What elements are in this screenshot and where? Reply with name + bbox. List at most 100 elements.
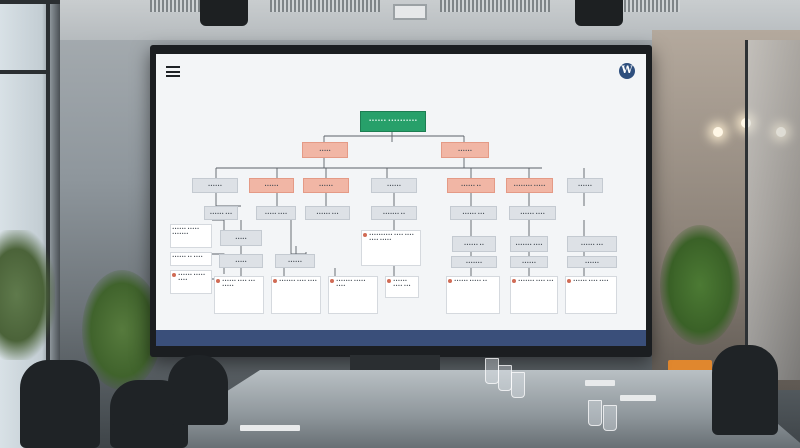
org-node-label: ••••••• •• bbox=[382, 210, 406, 216]
org-node-label: •••••• •• bbox=[463, 241, 485, 247]
window-frame bbox=[0, 70, 48, 74]
org-level5-node[interactable]: •••••• bbox=[275, 254, 315, 268]
notebook bbox=[620, 395, 656, 401]
org-node-label: •••••• bbox=[207, 183, 223, 188]
info-icon bbox=[512, 279, 516, 283]
info-icon bbox=[273, 279, 277, 283]
org-level3-node[interactable]: •••••• •••• bbox=[509, 206, 556, 220]
org-root-node[interactable]: •••••• •••••••••• bbox=[360, 111, 426, 132]
org-level5-node[interactable]: •••••• bbox=[510, 256, 548, 268]
org-level2-node[interactable]: •••••• bbox=[249, 178, 294, 193]
org-level3-node[interactable]: •••••• ••• bbox=[450, 206, 497, 220]
notebook bbox=[240, 425, 300, 431]
org-card-text: •••••• ••••• ••••••• bbox=[172, 226, 200, 236]
glass-door bbox=[745, 40, 800, 380]
monitor-screen: W •••••• •••••••••• ••••• ••• bbox=[156, 54, 646, 346]
plant-left bbox=[82, 270, 162, 390]
ceiling-vent bbox=[620, 0, 680, 12]
org-bottom-card[interactable]: ••••••• •••• ••• bbox=[510, 276, 558, 314]
window-frame bbox=[46, 0, 50, 448]
org-node-label: •••••• bbox=[386, 183, 402, 188]
org-level2-node[interactable]: •••••• bbox=[303, 178, 349, 193]
org-node-label: •••••• bbox=[577, 183, 593, 188]
screen-footer-bar bbox=[156, 330, 646, 346]
org-level4-node[interactable]: •••••• ••• bbox=[567, 236, 617, 252]
office-chair bbox=[20, 360, 100, 448]
org-node-label: •••••• bbox=[287, 258, 303, 264]
org-level2-node[interactable]: •••••• •• bbox=[447, 178, 495, 193]
org-level1-node[interactable]: •••••• bbox=[441, 142, 489, 158]
spotlight bbox=[713, 127, 723, 137]
org-level4-node[interactable]: ••••• bbox=[220, 230, 262, 246]
ceiling-projector bbox=[575, 0, 623, 26]
org-bottom-card[interactable]: •••••• ••••• •• bbox=[446, 276, 500, 314]
org-node-label: •••••• bbox=[521, 259, 537, 265]
office-chair bbox=[168, 355, 228, 425]
ceiling bbox=[0, 0, 800, 40]
org-card-text: •••••• ••••• •• bbox=[454, 278, 488, 283]
hamburger-menu-icon[interactable] bbox=[166, 66, 180, 77]
org-side-card[interactable]: •••••• ••••• •••• bbox=[170, 270, 212, 294]
office-chair bbox=[712, 345, 778, 435]
org-level3-node[interactable]: ••••• •••• bbox=[256, 206, 296, 220]
org-bottom-card[interactable]: •••••• •••• ••• bbox=[385, 276, 419, 298]
org-level3-node[interactable]: •••••• ••• bbox=[204, 206, 238, 220]
org-node-label: •••••• ••• bbox=[580, 241, 604, 247]
org-level5-node[interactable]: ••••••• bbox=[451, 256, 497, 268]
org-bottom-card[interactable]: ••••••• ••••• •••• bbox=[328, 276, 378, 314]
water-glass bbox=[485, 358, 499, 384]
org-bottom-card[interactable]: ••••••• •••• •••• bbox=[271, 276, 321, 314]
org-card-text: •••••• •••• •••• bbox=[573, 278, 609, 283]
org-node-label: •••••• •••• bbox=[520, 210, 545, 216]
org-card-text: ••••••• •••• •••• bbox=[279, 278, 317, 283]
org-card-text: •••••• •• •••• bbox=[172, 254, 203, 259]
org-level2-node[interactable]: •••••• bbox=[371, 178, 417, 193]
org-level2-node[interactable]: •••••••• ••••• bbox=[506, 178, 553, 193]
info-icon bbox=[216, 279, 220, 283]
org-level2-node[interactable]: •••••• bbox=[567, 178, 603, 193]
ceiling-vent bbox=[150, 0, 210, 12]
org-card-text: ••••••• ••••• •••• bbox=[336, 278, 366, 288]
org-node-label: •••••• bbox=[264, 183, 279, 188]
org-root-label: •••••• •••••••••• bbox=[368, 118, 418, 124]
org-card-text: •••••• •••• ••• ••••• bbox=[222, 278, 256, 288]
org-level3-node[interactable]: •••••• ••• bbox=[305, 206, 350, 220]
org-level5-node[interactable]: •••••• bbox=[567, 256, 617, 268]
org-bottom-card[interactable]: •••••• •••• •••• bbox=[565, 276, 617, 314]
org-detail-card[interactable]: •••••••••• •••• •••• •••• ••••• bbox=[361, 230, 421, 266]
org-side-card[interactable]: •••••• ••••• ••••••• bbox=[170, 224, 212, 248]
window-frame bbox=[0, 0, 60, 4]
org-node-label: ••••••• •••• bbox=[515, 241, 543, 247]
water-glass bbox=[588, 400, 602, 426]
org-node-label: ••••• bbox=[319, 147, 331, 153]
info-icon bbox=[387, 279, 391, 283]
plant-right bbox=[660, 225, 740, 345]
info-icon bbox=[172, 273, 176, 277]
org-side-card[interactable]: •••••• •• •••• bbox=[170, 252, 212, 266]
info-icon bbox=[567, 279, 571, 283]
org-node-label: •••••• bbox=[318, 183, 334, 188]
org-node-label: •••••• bbox=[457, 147, 473, 153]
notebook bbox=[585, 380, 615, 386]
info-icon bbox=[363, 233, 367, 237]
ceiling-projector bbox=[200, 0, 248, 26]
info-icon bbox=[330, 279, 334, 283]
water-glass bbox=[511, 372, 525, 398]
org-level4-node[interactable]: •••••• •• bbox=[452, 236, 496, 252]
org-level1-node[interactable]: ••••• bbox=[302, 142, 348, 158]
org-level5-node[interactable]: ••••• bbox=[219, 254, 263, 268]
org-node-label: •••••• ••• bbox=[209, 210, 233, 216]
org-card-text: •••••• •••• ••• bbox=[393, 278, 411, 288]
org-node-label: ••••• bbox=[235, 235, 247, 241]
org-node-label: ••••• bbox=[235, 258, 247, 264]
org-node-label: •••••• bbox=[584, 259, 600, 265]
app-logo-icon[interactable]: W bbox=[619, 63, 635, 79]
org-bottom-card[interactable]: •••••• •••• ••• ••••• bbox=[214, 276, 264, 314]
org-level2-node[interactable]: •••••• bbox=[192, 178, 238, 193]
ceiling-light bbox=[393, 4, 427, 20]
org-node-label: •••••••• ••••• bbox=[513, 183, 546, 188]
org-level4-node[interactable]: ••••••• •••• bbox=[510, 236, 548, 252]
org-node-label: •••••• •• bbox=[460, 183, 482, 188]
org-level3-node[interactable]: ••••••• •• bbox=[371, 206, 417, 220]
org-node-label: •••••• ••• bbox=[462, 210, 485, 216]
